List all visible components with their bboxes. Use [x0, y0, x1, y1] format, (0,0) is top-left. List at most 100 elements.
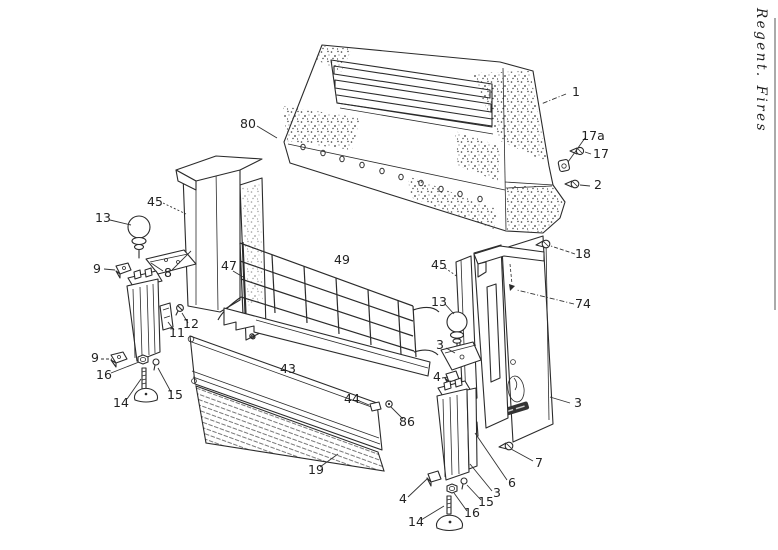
- screw-18: [535, 239, 551, 249]
- leader-3-leg: [469, 463, 493, 492]
- clip-11: [159, 302, 174, 331]
- callout-13-left: 13: [95, 210, 111, 225]
- callout-49: 49: [334, 252, 350, 267]
- leg-column-right: [436, 377, 478, 481]
- callout-45-right: 45: [431, 257, 447, 272]
- callout-16-right: 16: [464, 505, 480, 520]
- leader-3-bracket: [445, 347, 456, 354]
- callout-9-lower: 9: [91, 350, 99, 365]
- stud-bolt-left: [141, 367, 147, 391]
- clip-9-lower: [110, 351, 128, 368]
- foot-dome-14-right: [435, 514, 464, 532]
- control-hole: [507, 375, 525, 403]
- callout-15-right: 15: [478, 494, 494, 509]
- washer-86: [385, 400, 393, 408]
- fasteners: [369, 146, 585, 451]
- part-left-leg-assembly: [110, 215, 197, 403]
- leader-16-left: [110, 361, 140, 374]
- leader-44: [356, 399, 370, 406]
- nut-16-left: [137, 354, 149, 365]
- nut-16-right: [446, 483, 458, 494]
- callout-7: 7: [535, 455, 543, 470]
- screw-15-left: [152, 358, 160, 371]
- screw-15-right: [460, 477, 468, 490]
- leader-19: [319, 453, 339, 468]
- bracket-plate-3: [440, 341, 482, 371]
- leader-15-right: [466, 484, 482, 501]
- callout-43: 43: [280, 361, 296, 376]
- callout-3-bracket: 3: [436, 337, 444, 352]
- leader-4-upper: [441, 376, 449, 379]
- callout-4-lower: 4: [399, 491, 407, 506]
- leader-11: [167, 321, 175, 331]
- leg-column-left: [126, 267, 163, 362]
- leader-15-left: [157, 367, 172, 393]
- part-front-panel-19: [195, 385, 385, 472]
- ball-knob-left: [127, 215, 151, 259]
- leader-18: [550, 245, 576, 255]
- part-burner-tray: [223, 307, 431, 377]
- callout-6: 6: [508, 475, 516, 490]
- foot-dome-14-left: [133, 387, 159, 403]
- fixing-holes-row: [300, 143, 483, 203]
- callout-74: 74: [575, 296, 591, 311]
- callout-86: 86: [399, 414, 415, 429]
- screw-12: [175, 304, 184, 316]
- leader-1: [540, 93, 567, 105]
- guard-hook-lower: [413, 349, 439, 356]
- screw-2: [564, 179, 580, 189]
- callout-44: 44: [344, 391, 360, 406]
- leader-4-lower: [407, 477, 429, 498]
- stud-bolt-right: [446, 495, 452, 515]
- clip-44: [369, 401, 382, 412]
- pointer-arrow-74: [509, 284, 515, 291]
- part-front-panel-assembly: [187, 335, 385, 472]
- callout-14-left: 14: [113, 395, 129, 410]
- callout-3-panel: 3: [574, 395, 582, 410]
- part-right-leg-assembly: [426, 311, 482, 532]
- callout-11: 11: [169, 325, 185, 340]
- ball-knob-right: [446, 311, 468, 351]
- callout-12: 12: [183, 316, 199, 331]
- callout-17: 17: [593, 146, 609, 161]
- part-left-rear-panel: [175, 155, 267, 341]
- callout-8: 8: [164, 265, 172, 280]
- leader-45-right: [444, 267, 459, 278]
- leader-16-right: [453, 492, 468, 512]
- leader-12: [181, 312, 189, 324]
- leader-14-right: [420, 505, 445, 521]
- clip-9-upper: [115, 262, 132, 279]
- louvre-vents: [330, 59, 494, 135]
- callout-18: 18: [575, 246, 591, 261]
- handwritten-note: Regent. Fires: [753, 7, 769, 133]
- part-side-panel-3: [501, 235, 554, 443]
- leader-80: [256, 125, 278, 139]
- callout-3-leg: 3: [493, 485, 501, 500]
- screw-17: [569, 146, 585, 156]
- leader-13-right: [444, 303, 455, 315]
- leader-45-left: [162, 202, 187, 215]
- leader-13-left: [109, 219, 132, 226]
- part-right-panel-assembly: [455, 235, 554, 443]
- callout-47: 47: [221, 258, 237, 273]
- part-main-body: [283, 44, 566, 234]
- leader-8: [150, 250, 192, 272]
- callout-4-upper: 4: [433, 369, 441, 384]
- leader-3-panel: [549, 396, 571, 404]
- callout-15-left: 15: [167, 387, 183, 402]
- guard-hook-upper: [412, 306, 440, 313]
- leader-7: [510, 448, 534, 462]
- leader-9-upper: [103, 268, 116, 271]
- leader-14-left: [126, 378, 142, 400]
- callout-45-left: 45: [147, 194, 163, 209]
- leader-6: [474, 432, 508, 481]
- clip-4-lower: [426, 470, 442, 487]
- callout-labels: 1 80 17a 17 2 18 74 45 13 9 8 47 49 45 1…: [91, 84, 609, 529]
- callout-1: 1: [572, 84, 580, 99]
- callout-13-right: 13: [431, 294, 447, 309]
- leader-86: [390, 406, 404, 420]
- leader-2: [579, 184, 591, 187]
- leader-17a: [567, 137, 586, 163]
